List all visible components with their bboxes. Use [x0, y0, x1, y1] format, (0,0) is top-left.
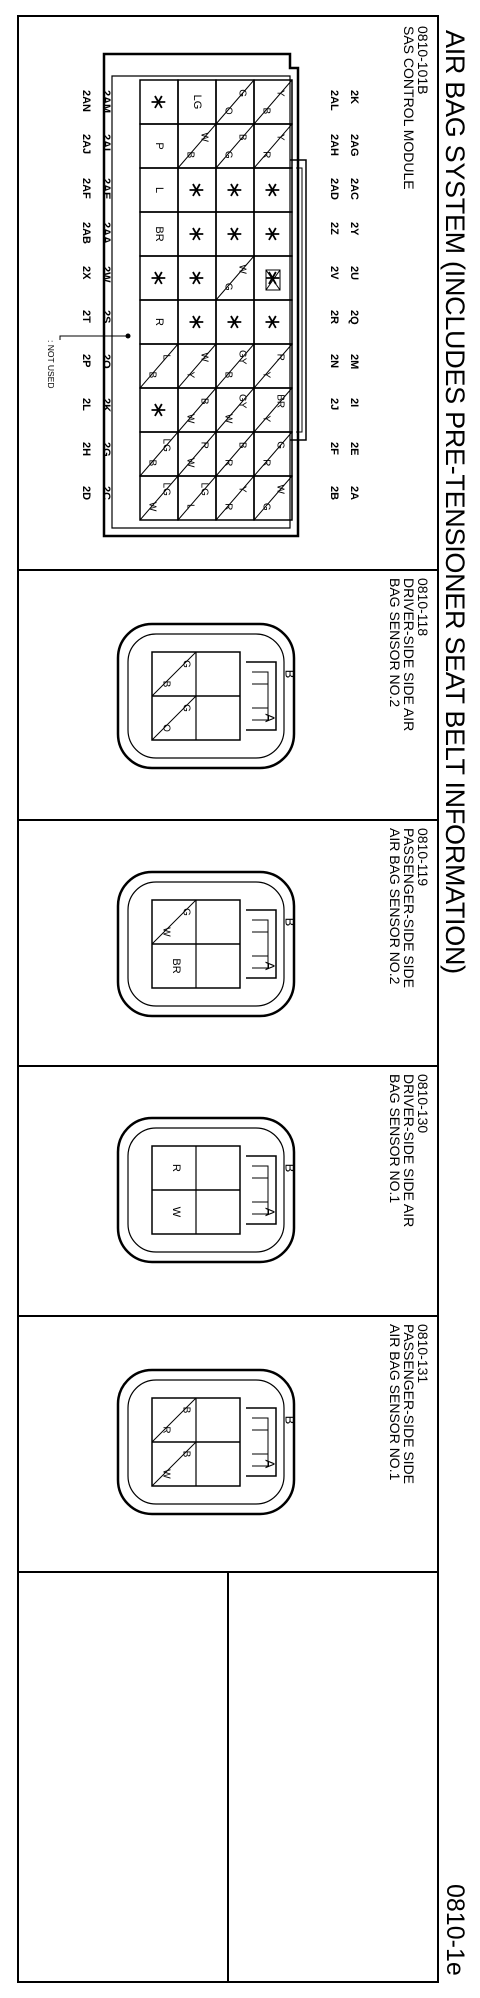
sensor-connector: G B G O B A: [116, 622, 298, 770]
wire-color-label: Y: [274, 90, 285, 97]
unused-cavity-mark: ∗: [261, 269, 286, 287]
wire-color-label: B: [185, 151, 196, 158]
wire-color-label: BR: [170, 958, 182, 973]
wire-color-label: LG: [160, 439, 171, 453]
wire-color-label: B: [161, 681, 172, 688]
wire-color-label: Y: [185, 371, 196, 378]
unused-cavity-mark: ∗: [223, 181, 248, 199]
unused-cavity-mark: ∗: [147, 93, 172, 111]
wire-color-label: B: [147, 459, 158, 466]
wire-color-label: W: [185, 414, 196, 424]
wire-color-label: L: [160, 354, 171, 360]
wire-color-label: W: [236, 264, 247, 274]
wire-color-label: G: [223, 151, 234, 159]
wire-color-label: G: [181, 908, 192, 916]
sensor-connector: G W BR B A: [116, 870, 298, 1018]
wire-color-label: B: [147, 371, 158, 378]
wire-color-label: B: [198, 398, 209, 405]
pin-a-label: A: [263, 1208, 278, 1217]
wire-color-label: W: [198, 132, 209, 142]
wire-color-label: R: [223, 459, 234, 466]
wire-color-label: LG: [160, 483, 171, 497]
wire-color-label: R: [170, 1164, 182, 1172]
wire-color-label: W: [147, 502, 158, 512]
unused-cavity-mark: ∗: [185, 225, 210, 243]
wire-color-label: W: [161, 927, 172, 937]
wire-color-label: L: [153, 187, 165, 193]
wire-color-label: W: [185, 458, 196, 468]
wire-color-label: B: [236, 442, 247, 449]
wire-color-label: Y: [261, 415, 272, 422]
wire-color-label: R: [198, 442, 209, 449]
unused-cavity-mark: ∗: [223, 313, 248, 331]
unused-cavity-mark: ∗: [223, 225, 248, 243]
wire-color-label: W: [274, 484, 285, 494]
wire-color-label: B: [236, 134, 247, 141]
wire-color-label: W: [198, 352, 209, 362]
wire-color-label: LG: [191, 95, 203, 110]
unused-cavity-mark: ∗: [185, 269, 210, 287]
pin-b-label: B: [283, 670, 298, 679]
unused-cavity-mark: ∗: [185, 181, 210, 199]
pin-b-label: B: [283, 918, 298, 927]
wire-color-label: O: [161, 724, 172, 732]
unused-cavity-mark: ∗: [185, 313, 210, 331]
wire-color-label: Y: [236, 486, 247, 493]
wire-color-label: R: [161, 1426, 172, 1433]
wire-color-label: O: [223, 107, 234, 115]
wire-color-label: R: [261, 459, 272, 466]
sas-connector-diagram: YBYR∗∗∗∗RYBRYGRWGGOBG∗∗WG∗GYBGYWBRYRLGWB…: [59, 52, 307, 538]
wire-color-label: B: [181, 1407, 192, 1414]
wire-color-label: LG: [198, 483, 209, 497]
wire-color-label: W: [170, 1207, 182, 1218]
pin-b-label: B: [283, 1416, 298, 1425]
wire-color-label: L: [185, 504, 196, 510]
wire-color-label: G: [274, 441, 285, 449]
unused-cavity-mark: ∗: [261, 181, 286, 199]
wire-color-label: W: [223, 414, 234, 424]
unused-cavity-mark: ∗: [261, 225, 286, 243]
wire-color-label: R: [223, 503, 234, 510]
wire-color-label: G: [181, 660, 192, 668]
connector-cavity: [139, 475, 179, 521]
wire-color-label: R: [274, 354, 285, 361]
wire-color-label: G: [261, 503, 272, 511]
sensor-connector: R W B A: [116, 1116, 298, 1264]
wire-color-label: R: [261, 151, 272, 158]
pin-b-label: B: [283, 1164, 298, 1173]
wire-color-label: G: [223, 283, 234, 291]
pin-a-label: A: [263, 1460, 278, 1469]
wire-color-label: B: [223, 371, 234, 378]
wire-color-label: B: [261, 107, 272, 114]
wire-color-label: W: [161, 1469, 172, 1479]
wire-color-label: P: [153, 142, 165, 149]
pin-a-label: A: [263, 962, 278, 971]
wire-color-label: Y: [261, 371, 272, 378]
wire-color-label: R: [153, 318, 165, 326]
wire-color-label: B: [181, 1451, 192, 1458]
wire-color-label: G: [236, 89, 247, 97]
wire-color-label: Y: [274, 134, 285, 141]
wire-color-label: GY: [236, 394, 247, 409]
sensor-connector: B R B W B A: [116, 1368, 298, 1516]
wire-color-label: G: [181, 704, 192, 712]
unused-cavity-mark: ∗: [147, 401, 172, 419]
unused-cavity-mark: ∗: [261, 313, 286, 331]
wire-color-label: BR: [274, 394, 285, 408]
pin-a-label: A: [263, 714, 278, 723]
wire-color-label: BR: [153, 226, 165, 241]
unused-cavity-mark: ∗: [147, 269, 172, 287]
wire-color-label: GY: [236, 350, 247, 365]
